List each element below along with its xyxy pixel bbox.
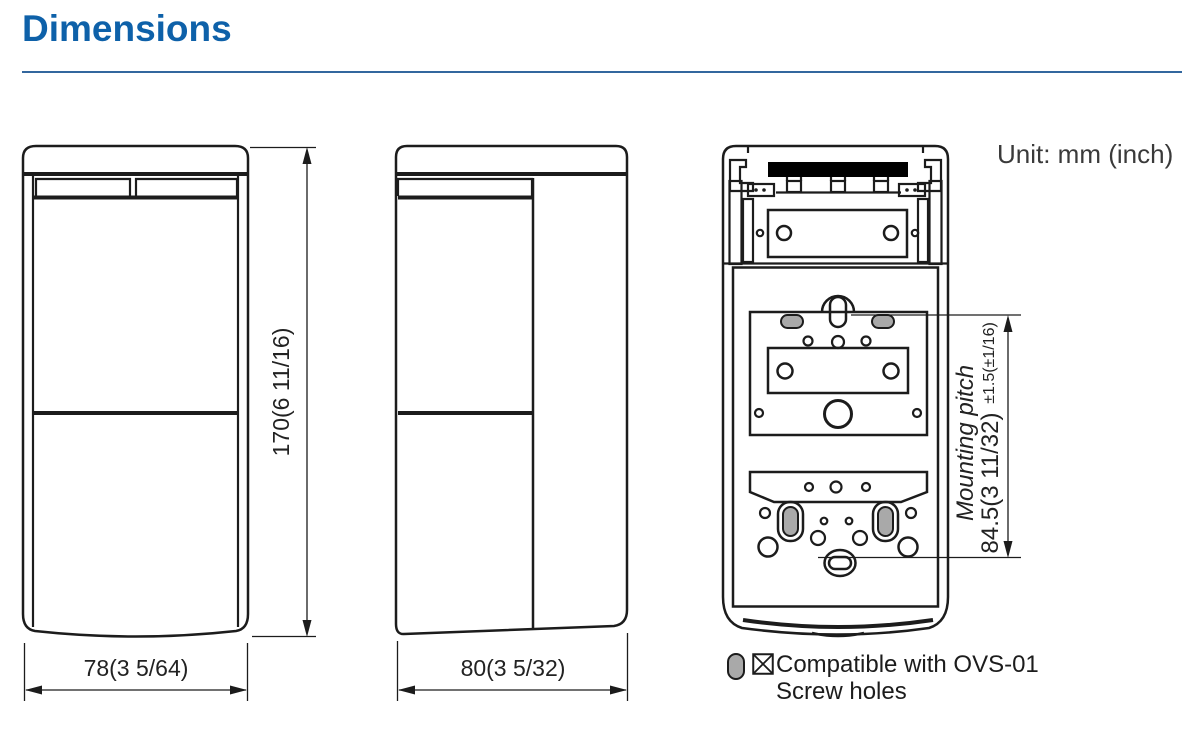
terminal-window (766, 346, 910, 395)
connector-block-left (746, 182, 776, 198)
arrowhead-up (1003, 315, 1013, 332)
center-hole (823, 399, 853, 429)
corner-hole (753, 407, 765, 419)
back-top-section (728, 158, 943, 266)
small-hole (802, 335, 814, 347)
cable-entry-outer (823, 548, 857, 578)
keyhole-slot (828, 295, 848, 329)
ovs01-screw-hole (780, 314, 804, 329)
front-view: 170(6 11/16) 78(3 5/64) (21, 144, 316, 701)
ovs01-screw-hole (782, 506, 799, 537)
legend-line2: Screw holes (776, 678, 907, 705)
top-plate-hole (775, 224, 793, 242)
keyhole-arch (820, 294, 856, 313)
large-hole (757, 536, 779, 558)
top-plate-hole (882, 224, 900, 242)
side-width-dimension: 80(3 5/32) (396, 633, 629, 701)
small-hole (860, 481, 872, 493)
mounting-plate (748, 294, 929, 437)
small-hole (819, 516, 829, 526)
screw-boss-left (776, 500, 805, 543)
arrowhead-down (302, 620, 312, 637)
mounting-pitch-label: Mounting pitch (952, 365, 979, 521)
side-rail-left-outer (728, 179, 743, 266)
terminal-hole (776, 362, 794, 380)
front-width-dimension: 78(3 5/64) (23, 643, 249, 701)
boxed-x-icon (752, 653, 774, 675)
side-rail-right-inner (916, 197, 930, 264)
recess-step-line (756, 162, 920, 177)
back-body-outline (721, 144, 950, 636)
front-band-right (134, 177, 239, 196)
side-band (396, 177, 534, 196)
terminal-hole (882, 362, 900, 380)
back-inner-panel (731, 266, 940, 608)
side-body-outline (394, 144, 629, 636)
side-rail-left-inner (741, 197, 755, 264)
back-view: Mounting pitch 84.5(3 11/32) ±1.5(±1/16) (721, 144, 1021, 638)
arrowhead-left (25, 685, 42, 695)
title-divider (22, 71, 1182, 73)
lower-bar (748, 470, 929, 504)
small-hole (860, 335, 872, 347)
small-hole (755, 228, 765, 238)
small-hole (904, 506, 918, 520)
page-title: Dimensions (22, 8, 232, 49)
large-hole (897, 536, 919, 558)
mounting-pitch-dimension: Mounting pitch 84.5(3 11/32) ±1.5(±1/16) (818, 314, 1021, 559)
arrowhead-up (302, 147, 312, 164)
arrowhead-right (230, 685, 247, 695)
front-width-value: 78(3 5/64) (84, 655, 189, 681)
small-hole (910, 228, 920, 238)
gray-oval-screw-hole-icon (727, 653, 745, 680)
medium-hole (809, 529, 827, 547)
small-hole (803, 481, 815, 493)
terminal-clips (785, 177, 890, 194)
top-plate (766, 208, 909, 259)
front-height-value: 170(6 11/16) (268, 328, 294, 457)
legend: Compatible with OVS-01 Screw holes (727, 651, 1039, 705)
front-body-outline (21, 144, 250, 638)
front-band-left (34, 177, 132, 196)
small-hole (844, 516, 854, 526)
small-hole (830, 334, 846, 350)
medium-hole (851, 529, 869, 547)
cable-entry-slot (827, 555, 853, 571)
arrowhead-left (398, 685, 415, 695)
arrowhead-right (610, 685, 627, 695)
ovs01-screw-hole (877, 506, 894, 537)
connector-block-right (897, 182, 927, 198)
mounting-plate-outline (748, 310, 929, 437)
back-base-band (742, 618, 934, 629)
corner-hole (911, 407, 923, 419)
front-height-dimension: 170(6 11/16) (250, 146, 316, 638)
side-width-value: 80(3 5/32) (461, 655, 566, 681)
arrowhead-down (1003, 541, 1013, 558)
legend-text: Compatible with OVS-01 Screw holes (776, 651, 1039, 705)
side-rail-right-outer (928, 179, 943, 266)
small-hole (829, 480, 843, 494)
side-view: 80(3 5/32) (394, 144, 629, 701)
small-hole (758, 506, 772, 520)
mounting-pitch-value: 84.5(3 11/32) (977, 413, 1004, 554)
screw-boss-right (871, 500, 900, 543)
ovs01-screw-hole (871, 314, 895, 329)
mounting-pitch-tolerance: ±1.5(±1/16) (981, 322, 998, 404)
back-base-notch (811, 631, 865, 638)
legend-line1: Compatible with OVS-01 (776, 651, 1039, 678)
unit-label: Unit: mm (inch) (997, 139, 1174, 169)
back-lower-cluster (748, 470, 929, 578)
